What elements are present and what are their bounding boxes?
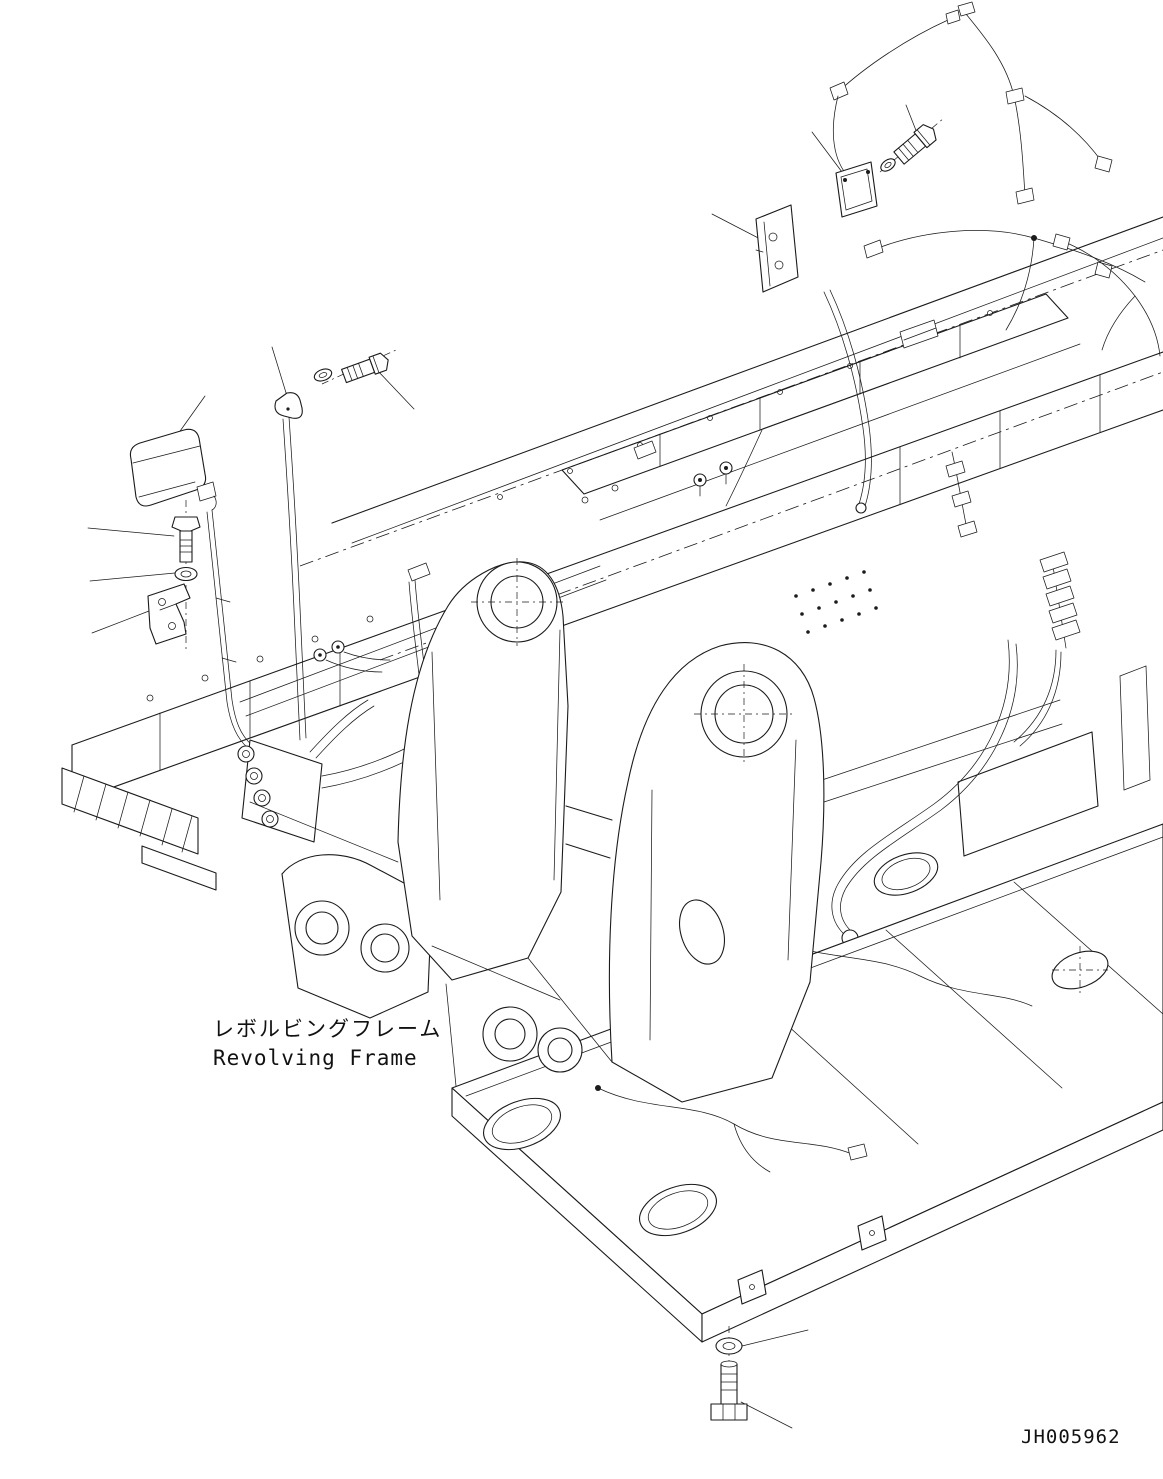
floor-plate bbox=[451, 823, 1163, 1343]
subframe-rails bbox=[561, 293, 1081, 521]
drawing-number: JH005962 bbox=[1021, 1426, 1121, 1448]
relay-box-part bbox=[835, 161, 878, 218]
valve-cluster bbox=[206, 416, 421, 843]
bracket-part-left bbox=[147, 583, 191, 645]
washer-part-bottom bbox=[715, 1337, 743, 1355]
centerlines bbox=[185, 117, 1163, 661]
step-grille bbox=[61, 767, 217, 891]
wiring-harness bbox=[823, 1, 1161, 960]
frame-label-ja: レボルビングフレーム bbox=[213, 1017, 442, 1041]
clamp-part bbox=[274, 392, 303, 419]
frame-label-en: Revolving Frame bbox=[213, 1046, 418, 1070]
washer-part-top-right bbox=[880, 158, 896, 172]
right-structures bbox=[821, 665, 1151, 857]
bolt-part-left bbox=[171, 516, 201, 563]
bolt-part-top-right bbox=[893, 124, 937, 165]
top-right-callout-parts bbox=[711, 104, 937, 293]
bottom-callout-parts bbox=[710, 1326, 809, 1429]
washer-part-left bbox=[174, 566, 198, 582]
lamp-part bbox=[129, 428, 217, 511]
left-callout-parts bbox=[87, 395, 217, 645]
bracket-plate-part bbox=[755, 204, 799, 293]
bolt-part-bottom bbox=[710, 1360, 748, 1421]
upper-deck bbox=[71, 216, 1163, 803]
terminal-strip bbox=[1039, 551, 1081, 649]
labels: レボルビングフレーム Revolving Frame JH005962 bbox=[213, 1017, 1121, 1448]
boom-brackets bbox=[249, 558, 825, 1103]
bolt-part-upper bbox=[341, 352, 389, 384]
hole-pattern bbox=[794, 570, 878, 634]
washer-part-upper bbox=[313, 368, 333, 382]
upper-left-callout-parts bbox=[271, 346, 415, 419]
